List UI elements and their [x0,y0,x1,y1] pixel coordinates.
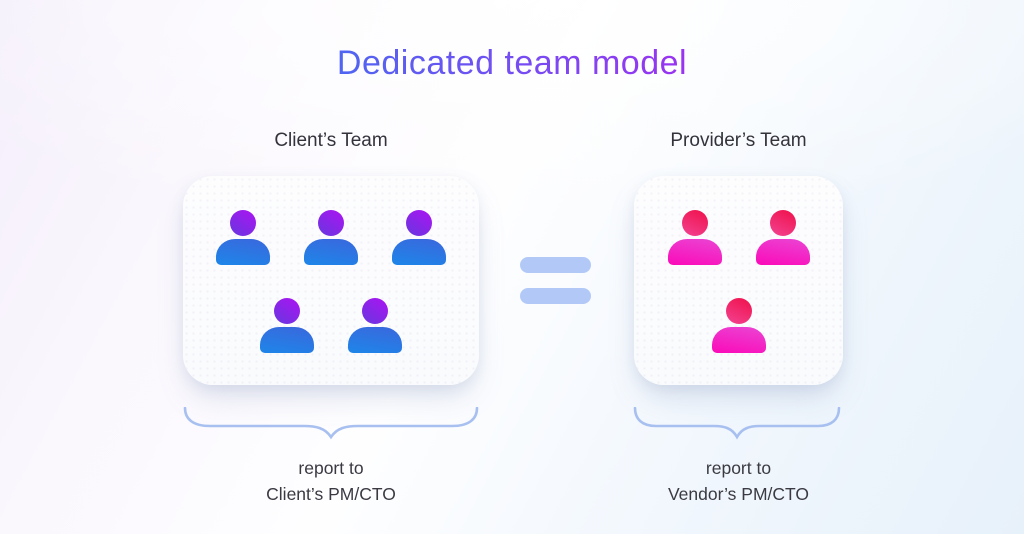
person-head [318,210,344,236]
person-icon [755,210,810,265]
provider-team-label: Provider’s Team [670,130,807,151]
person-body [260,327,314,353]
person-body [667,239,722,265]
client-team-card [183,176,479,385]
person-body [392,239,446,265]
client-report-caption-line1: report to [298,458,364,478]
team-member-row [711,298,766,353]
person-head [406,210,432,236]
team-member-row [260,298,402,353]
provider-report-caption-line1: report to [705,458,772,478]
equals-bar-bottom [520,288,591,304]
person-head [362,298,388,324]
equals-icon [520,257,591,304]
person-icon [392,210,446,265]
client-underbrace-icon [183,407,479,441]
client-report-caption-line2: Client’s PM/CTO [266,484,396,504]
person-head [230,210,256,236]
person-body [304,239,358,265]
person-icon [667,210,722,265]
person-body [755,239,810,265]
person-body [216,239,270,265]
provider-underbrace-icon [633,407,841,441]
person-icon [216,210,270,265]
provider-report-caption: report to Vendor’s PM/CTO [634,455,843,507]
equals-bar-top [520,257,591,273]
provider-report-caption-line2: Vendor’s PM/CTO [667,484,810,504]
person-head [725,298,752,324]
person-icon [304,210,358,265]
person-head [681,210,708,236]
person-icon [260,298,314,353]
person-body [711,327,766,353]
person-head [769,210,796,236]
person-icon [711,298,766,353]
client-team-label: Client’s Team [274,130,388,151]
page-title: Dedicated team model [0,44,1024,83]
provider-team-card [634,176,843,385]
client-report-caption: report to Client’s PM/CTO [183,455,479,507]
person-body [348,327,402,353]
team-member-row [667,210,810,265]
person-head [274,298,300,324]
team-member-row [216,210,446,265]
person-icon [348,298,402,353]
